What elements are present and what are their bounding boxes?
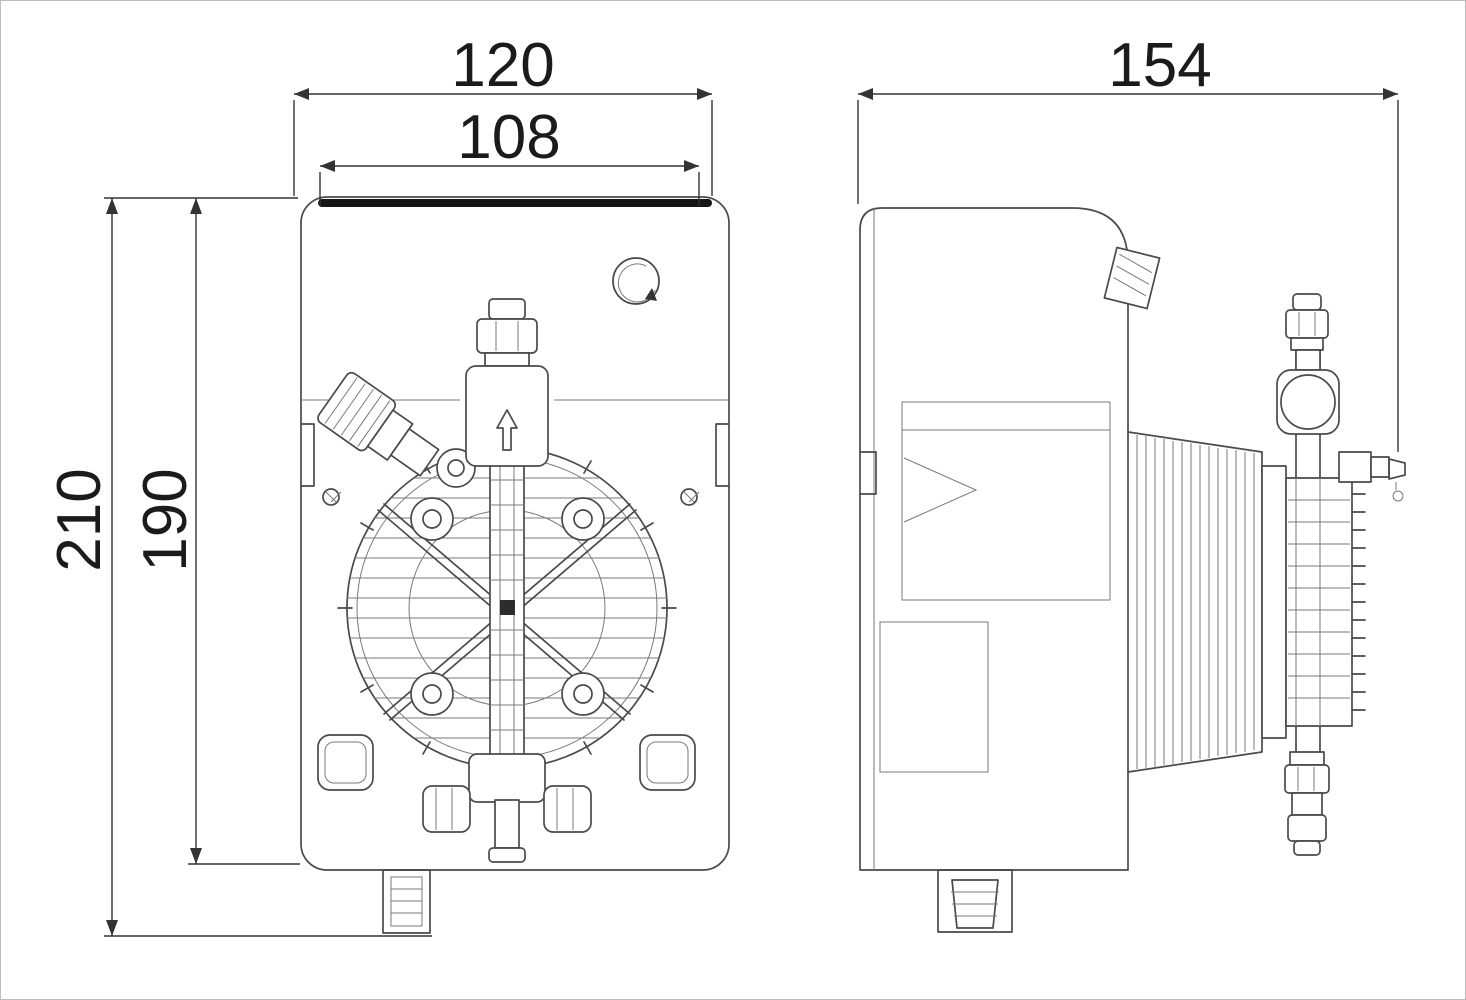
side-bottom-valve bbox=[1284, 751, 1330, 856]
pump-head-center-square bbox=[500, 600, 515, 615]
front-mounting-pads bbox=[317, 734, 696, 791]
front-body-outline bbox=[300, 196, 730, 871]
dim-overall-height: 210 bbox=[45, 197, 432, 937]
front-diagonal-fitting bbox=[317, 371, 440, 477]
dim-body-height: 190 bbox=[131, 198, 300, 865]
side-notch bbox=[859, 451, 877, 495]
dim-label-side-overall-depth: 154 bbox=[1108, 31, 1211, 100]
pump-head-bolts bbox=[410, 497, 605, 716]
side-body-outline bbox=[859, 207, 1129, 871]
front-bottom-valve bbox=[422, 753, 592, 863]
knob-icon bbox=[612, 257, 660, 305]
side-pump-head bbox=[1127, 431, 1263, 773]
side-view bbox=[859, 207, 1406, 933]
front-view bbox=[300, 196, 730, 934]
side-top-connector bbox=[1103, 246, 1161, 310]
front-pump-head bbox=[337, 438, 677, 778]
side-top-valve bbox=[1276, 293, 1340, 435]
dimension-annotations: 120 108 154 210 bbox=[45, 31, 1399, 937]
dim-front-port-width: 108 bbox=[319, 103, 700, 206]
front-top-valve bbox=[465, 298, 549, 467]
side-pump-head-ribs bbox=[1136, 435, 1255, 769]
side-panel-detail bbox=[902, 429, 1110, 523]
dim-label-body-height: 190 bbox=[131, 468, 200, 571]
dim-label-front-port-width: 108 bbox=[457, 103, 560, 172]
screw-icon bbox=[322, 488, 700, 506]
dim-label-overall-height: 210 bbox=[45, 468, 114, 571]
dim-front-overall-width: 120 bbox=[293, 31, 713, 196]
side-outlet-port bbox=[1338, 451, 1406, 502]
dim-label-front-overall-width: 120 bbox=[451, 31, 554, 100]
side-valve-fins bbox=[1351, 493, 1366, 711]
side-lower-panel bbox=[879, 621, 989, 773]
dim-side-overall-depth: 154 bbox=[857, 31, 1399, 452]
flow-arrow-up-icon bbox=[496, 409, 518, 451]
side-valve-head bbox=[1261, 337, 1366, 757]
front-cable-gland bbox=[382, 869, 431, 934]
front-side-notches bbox=[300, 423, 730, 487]
side-cable-gland bbox=[937, 869, 1013, 933]
front-plate-screw-center bbox=[447, 459, 465, 477]
side-upper-panel bbox=[901, 401, 1111, 601]
